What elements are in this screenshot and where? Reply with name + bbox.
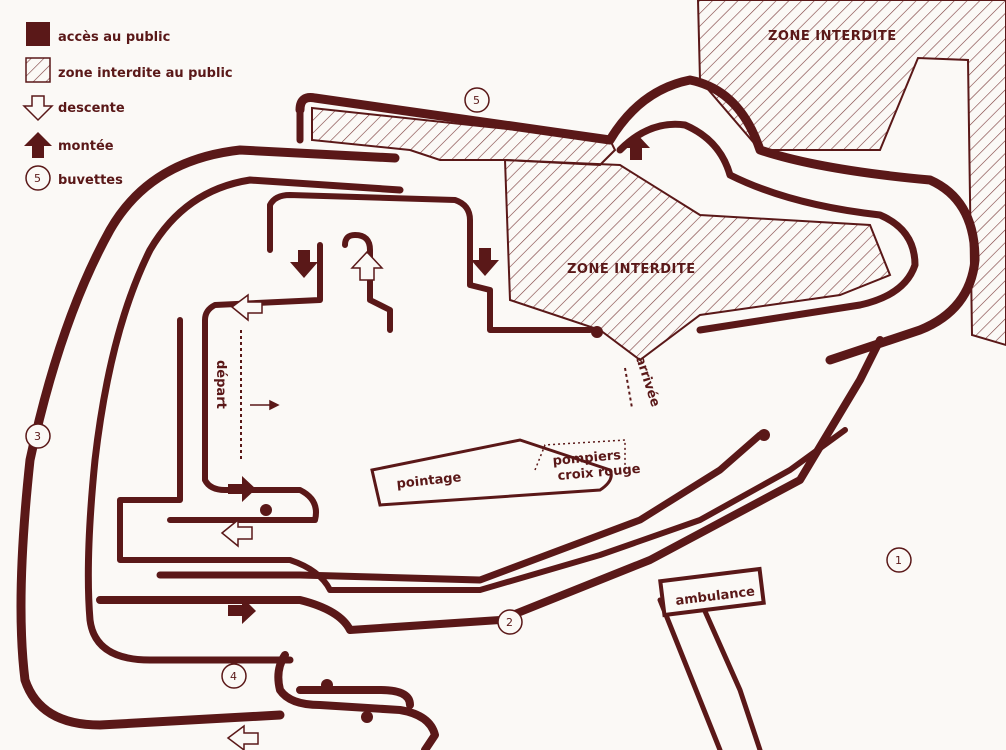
right-arrow-icon	[228, 597, 256, 624]
right-arrow-icon	[228, 476, 256, 502]
hollow-up-arrow-icon	[350, 250, 384, 281]
label-start: départ	[213, 360, 228, 409]
legend-refreshments: buvettes	[58, 173, 123, 188]
track-main-straight	[96, 336, 884, 634]
track-paddock	[167, 192, 593, 523]
hollow-down-arrow-icon	[22, 95, 54, 122]
track-hairpin	[295, 75, 980, 365]
legend: accès au public zone interdite au public…	[22, 22, 233, 191]
zone-label-center: ZONE INTERDITE	[567, 262, 696, 277]
label-finish: arrivée	[632, 355, 662, 409]
legend-climb: montée	[58, 139, 114, 154]
hollow-left-arrow-icon	[220, 518, 253, 548]
forbidden-zones	[311, 0, 1006, 362]
ambulance-sign: ambulance	[658, 566, 766, 618]
forbidden-zone-center	[503, 158, 892, 362]
forbidden-zone-top-right	[696, 0, 1006, 347]
marker-4: 4	[230, 670, 237, 683]
marker-2: 2	[506, 616, 513, 629]
zone-label-top-right: ZONE INTERDITE	[768, 29, 897, 44]
marker-3: 3	[34, 430, 41, 443]
track-main-straight-inner	[156, 431, 764, 584]
solid-up-arrow-icon	[24, 132, 52, 158]
solid-square-icon	[26, 22, 50, 46]
down-arrow-icon	[290, 250, 318, 278]
label-checkpoint: pointage	[396, 470, 462, 492]
up-arrow-icon	[622, 133, 650, 160]
marker-1: 1	[895, 554, 902, 567]
circled-number-icon	[25, 165, 51, 191]
direction-arrows	[220, 133, 650, 750]
legend-public-access: accès au public	[58, 30, 170, 45]
track-outer-loop-inner	[84, 176, 404, 664]
legend-refreshments-symbol: 5	[34, 172, 41, 185]
hollow-left-arrow-icon	[226, 724, 259, 750]
marker-5: 5	[473, 94, 480, 107]
label-firefighters: pompiers	[552, 448, 622, 469]
markers: 5 3 4 2 1	[25, 87, 912, 689]
track	[16, 75, 980, 750]
label-red-cross: croix rouge	[557, 462, 641, 484]
pit-area	[370, 438, 626, 507]
track-hairpin-inner	[296, 104, 919, 334]
legend-forbidden-zone: zone interdite au public	[58, 66, 233, 81]
pointage-area	[370, 438, 613, 507]
down-arrow-icon	[471, 248, 499, 276]
track-endpoints	[260, 326, 770, 723]
track-outer-loop	[16, 145, 400, 730]
hollow-left-arrow-icon	[230, 293, 263, 322]
start-line	[240, 330, 633, 462]
track-bottom-loop	[274, 651, 439, 750]
legend-descent: descente	[58, 101, 125, 116]
hatched-square-icon	[25, 57, 51, 83]
track-ambulance-road	[657, 597, 763, 750]
start-direction-arrow	[250, 399, 280, 411]
